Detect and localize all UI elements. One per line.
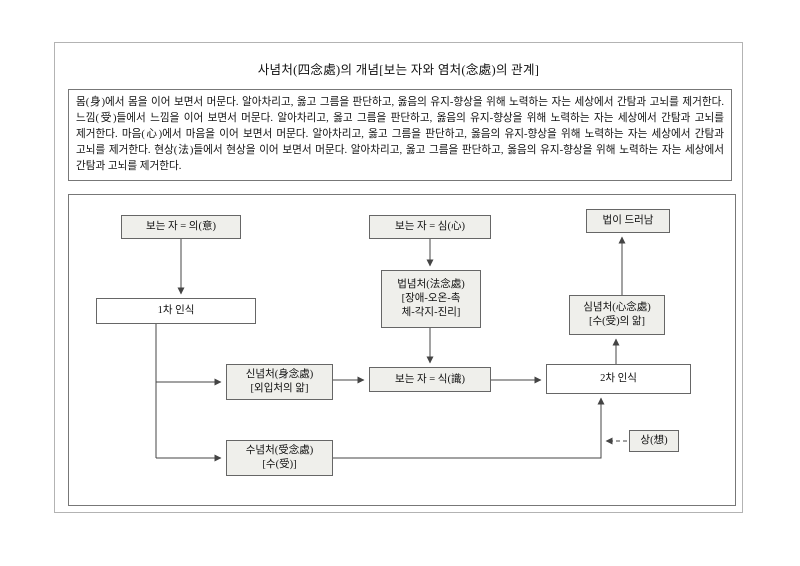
intro-paragraph: 몸(身)에서 몸을 이어 보면서 머문다. 알아차리고, 옳고 그름을 판단하고… (68, 89, 732, 181)
node-sublabel: 체-각지-진리] (401, 306, 461, 318)
node-sublabel: [수(受)] (262, 459, 297, 470)
node-label: 심념처(心念處) (583, 302, 651, 314)
node-viewer-sik: 보는 자 = 식(識) (369, 367, 491, 392)
node-label: 신념처(身念處) (245, 369, 314, 381)
node-label: 법념처(法念處) (397, 279, 465, 291)
node-dharma-foundation: 법념처(法念處) [장애-오온-촉 체-각지-진리] (381, 270, 481, 328)
node-first-recognition: 1차 인식 (96, 298, 256, 324)
page-title: 사념처(四念處)의 개념[보는 자와 염처(念處)의 관계] (257, 63, 540, 77)
node-label: 보는 자 = 의(意) (146, 221, 216, 233)
node-label: 법이 드러남 (602, 215, 654, 227)
diagram-connectors (155, 236, 627, 462)
node-body-foundation: 신념처(身念處) [외입처의 앎] (226, 364, 333, 400)
node-sublabel: [외입처의 앎] (250, 383, 309, 394)
node-perception-sang: 상(想) (629, 430, 679, 452)
arrow-feeling-foundation-to-second-recognition (333, 397, 605, 459)
node-label: 상(想) (640, 435, 668, 447)
node-sublabel: [수(受)의 앎] (588, 316, 646, 327)
node-sublabel: [장애-오온-촉 (401, 293, 461, 305)
node-viewer-sim: 보는 자 = 심(心) (369, 215, 491, 239)
node-label: 2차 인식 (600, 373, 637, 385)
node-label: 1차 인식 (157, 305, 195, 317)
node-label: 보는 자 = 심(心) (395, 221, 465, 233)
node-label: 보는 자 = 식(識) (395, 373, 465, 385)
node-feeling-foundation: 수념처(受念處) [수(受)] (226, 440, 333, 476)
node-second-recognition: 2차 인식 (546, 364, 691, 394)
diagram-area: 보는 자 = 의(意) 보는 자 = 심(心) 법이 드러남 1차 인식 법념처… (68, 194, 736, 506)
node-viewer-ui: 보는 자 = 의(意) (121, 215, 241, 239)
node-mind-foundation: 심념처(心念處) [수(受)의 앎] (569, 295, 665, 335)
page-frame: 사념처(四念處)의 개념[보는 자와 염처(念處)의 관계] 몸(身)에서 몸을… (54, 42, 743, 513)
node-dharma-revealed: 법이 드러남 (586, 209, 670, 233)
node-label: 수념처(受念處) (245, 445, 314, 457)
